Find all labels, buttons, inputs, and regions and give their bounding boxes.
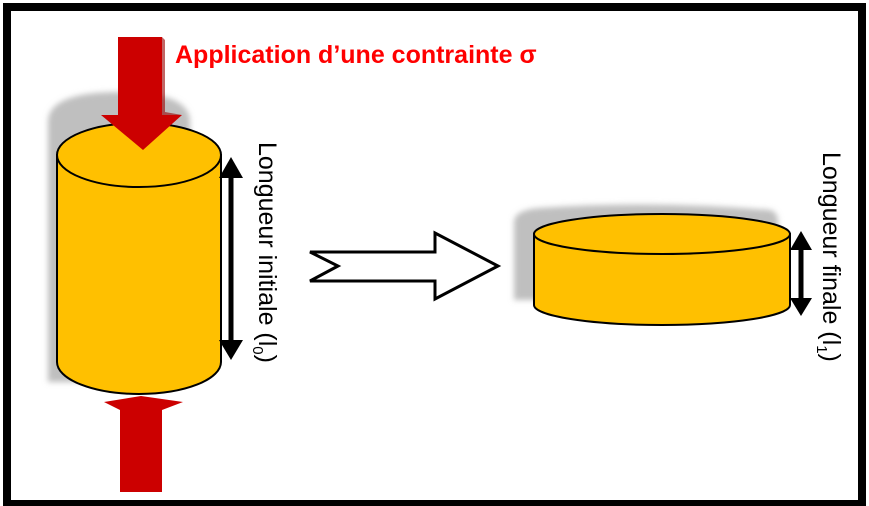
final-cylinder-body: [533, 233, 791, 326]
force-up-arrow-icon: [104, 396, 183, 492]
final-length-label: Longueur finale (l1): [813, 152, 845, 362]
final-length-text: Longueur finale (l: [817, 152, 845, 345]
initial-cylinder: [48, 92, 222, 395]
initial-length-label: Longueur initiale (l0): [249, 142, 281, 363]
transition-right-arrow-icon: [309, 230, 502, 302]
final-length-close: ): [817, 354, 845, 362]
diagram-title: Application d’une contrainte σ: [175, 41, 537, 69]
final-cylinder: [514, 204, 791, 326]
initial-length-close: ): [253, 355, 281, 363]
force-down-arrow-icon: [101, 37, 182, 150]
initial-length-text: Longueur initiale (l: [253, 142, 281, 346]
diagram-frame: [3, 3, 866, 506]
final-length-subscript: 1: [813, 345, 830, 353]
svg-text:Longueur finale (l1): Longueur finale (l1): [813, 152, 845, 362]
initial-cylinder-body: [56, 154, 222, 395]
initial-length-subscript: 0: [249, 346, 266, 354]
final-cylinder-top: [533, 213, 791, 255]
initial-length-arrow-icon: [219, 157, 243, 360]
svg-text:Longueur initiale (l0): Longueur initiale (l0): [249, 142, 281, 363]
final-length-arrow-icon: [790, 231, 812, 316]
